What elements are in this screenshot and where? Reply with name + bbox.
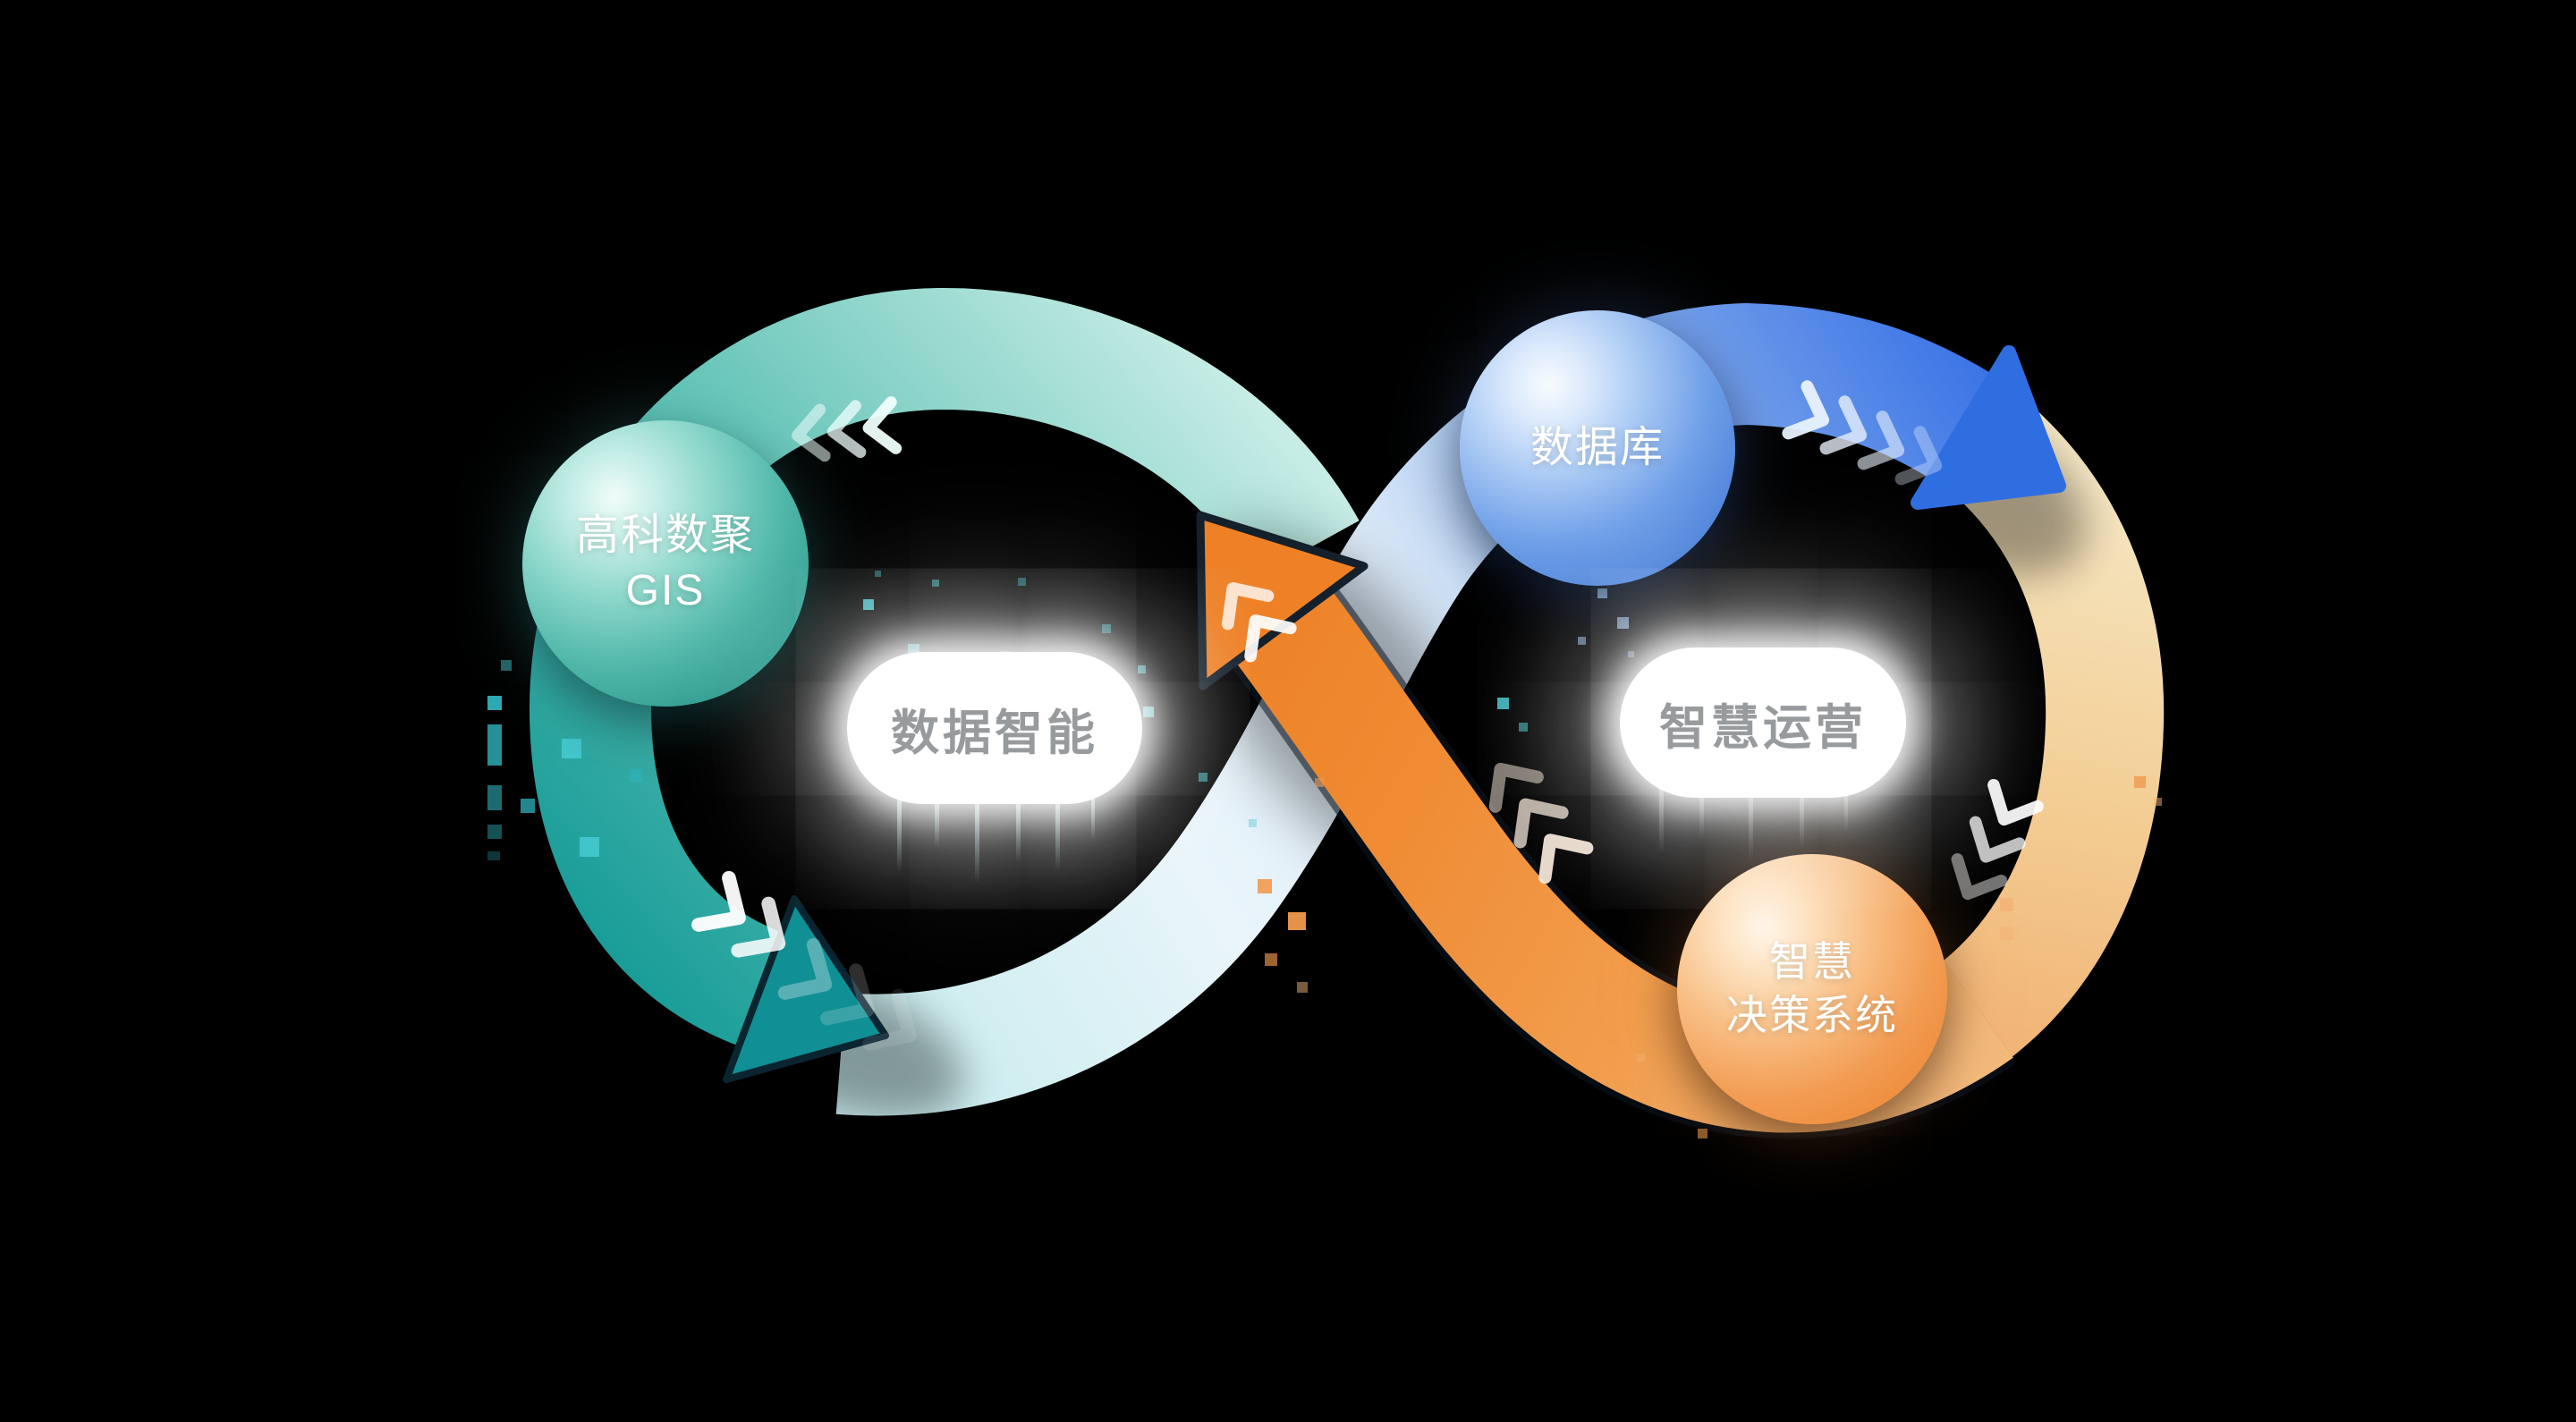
teal-arrowhead xyxy=(723,895,889,1083)
light-to-blue-flow-band xyxy=(835,302,1996,1116)
right-loop-label-text: 智慧运营 xyxy=(1659,700,1867,755)
chevron-set-orange-upper xyxy=(1221,582,1297,663)
chevron-set-orange-lower xyxy=(1488,762,1594,885)
left-loop-label-pill: 数据智能 xyxy=(847,652,1142,804)
node-database-label: 数据库 xyxy=(1530,423,1665,471)
node-database: 数据库 xyxy=(1460,310,1735,586)
node-gis-label-line2: GIS xyxy=(625,567,706,614)
right-loop-label-pill: 智慧运营 xyxy=(1620,648,1906,798)
light-streaks-right xyxy=(1659,769,1848,862)
left-loop-label-text: 数据智能 xyxy=(891,706,1098,760)
chevron-set-teal-ghost xyxy=(777,937,917,1051)
node-gis-label-line1: 高科数聚 xyxy=(575,511,755,559)
node-decision-label-line1: 智慧 xyxy=(1769,938,1855,986)
blue-arrowhead xyxy=(1911,345,2066,510)
node-decision: 智慧 决策系统 xyxy=(1677,854,1947,1124)
light-streaks-left xyxy=(897,774,1095,884)
chevron-set-cream xyxy=(1951,778,2044,901)
chevron-set-blue xyxy=(1782,380,1943,486)
node-gis: 高科数聚 GIS xyxy=(522,420,809,707)
chevron-set-teal-bottom xyxy=(691,870,786,958)
node-decision-label-line2: 决策系统 xyxy=(1726,992,1898,1038)
chevron-set-teal-top xyxy=(792,396,902,462)
